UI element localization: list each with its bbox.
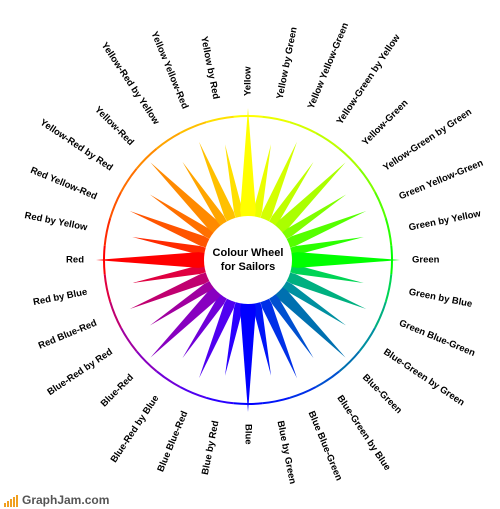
ring-segment xyxy=(179,121,207,134)
center-title-line2: for Sailors xyxy=(221,261,275,273)
ring-segment xyxy=(135,147,158,170)
wheel-label: Red xyxy=(66,255,84,266)
watermark-logo-icon xyxy=(4,495,18,507)
wheel-label: Red Blue-Red xyxy=(37,318,99,352)
wheel-label: Yellow Yellow-Green xyxy=(306,21,352,111)
wheel-label: Yellow xyxy=(243,66,254,96)
wheel-label: Yellow-Red by Red xyxy=(38,117,115,173)
wheel-label: Green by Yellow xyxy=(408,208,483,233)
graphjam-watermark: GraphJam.com xyxy=(4,491,109,507)
ring-segment xyxy=(289,121,317,134)
ring-segment xyxy=(156,132,181,150)
ring-segment xyxy=(262,396,291,405)
ring-segment xyxy=(179,386,207,399)
wheel-label: Yellow by Red xyxy=(198,35,221,100)
wheel-label: Blue-Red by Red xyxy=(45,346,114,397)
center-disc xyxy=(204,216,292,304)
ring-segment xyxy=(135,350,158,373)
wheel-label: Blue-Red xyxy=(99,372,136,409)
wheel-label: Yellow Yellow-Red xyxy=(148,30,190,111)
wheel-label: Yellow by Green xyxy=(275,26,300,100)
ring-segment xyxy=(103,274,112,303)
wheel-label: Green Yellow-Green xyxy=(397,158,485,203)
wheel-label: Blue-Green xyxy=(360,372,404,416)
ring-segment xyxy=(109,301,122,329)
ring-segment xyxy=(384,274,393,303)
wheel-label: Yellow-Red xyxy=(92,104,136,148)
ring-segment xyxy=(358,168,376,193)
ring-segment xyxy=(358,327,376,352)
ring-segment xyxy=(315,132,340,150)
ring-segment xyxy=(338,147,361,170)
ring-segment xyxy=(338,350,361,373)
wheel-label: Blue by Red xyxy=(200,420,222,476)
ring-segment xyxy=(289,386,317,399)
ring-segment xyxy=(315,370,340,388)
ring-segment xyxy=(374,301,387,329)
ring-segment xyxy=(262,115,291,124)
ring-segment xyxy=(374,191,387,219)
watermark-text: GraphJam.com xyxy=(22,493,110,507)
ring-segment xyxy=(109,191,122,219)
wheel-label: Yellow-Green xyxy=(360,97,410,147)
wheel-label: Blue-Green by Blue xyxy=(335,393,393,472)
ring-segment xyxy=(205,396,234,405)
wheel-label: Blue Blue-Green xyxy=(306,409,345,482)
wheel-label: Green by Blue xyxy=(408,287,473,310)
wheel-label: Green xyxy=(412,255,440,266)
ring-segment xyxy=(120,327,138,352)
ring-segment xyxy=(120,168,138,193)
ring-segment xyxy=(205,115,234,124)
ring-segment xyxy=(156,370,181,388)
wheel-label: Green Blue-Green xyxy=(397,318,477,359)
wheel-label: Blue Blue-Red xyxy=(155,409,190,473)
wheel-label: Blue-Red by Blue xyxy=(109,393,162,465)
wheel-label: Red Yellow-Red xyxy=(29,165,99,202)
wheel-label: Red by Blue xyxy=(32,287,88,309)
ring-segment xyxy=(384,217,393,246)
ring-segment xyxy=(103,217,112,246)
wheel-label: Blue by Green xyxy=(275,420,298,486)
wheel-label: Red by Yellow xyxy=(24,210,89,233)
wheel-label: Blue xyxy=(242,424,253,445)
center-title-line1: Colour Wheel xyxy=(213,247,284,259)
